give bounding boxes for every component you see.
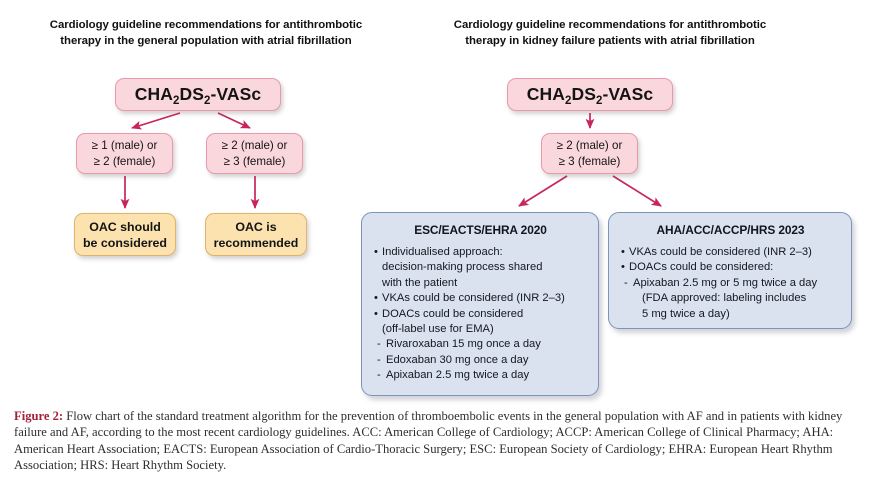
dash-icon: - <box>377 369 381 382</box>
list-item-label: VKAs could be considered (INR 2–3) <box>382 292 565 305</box>
list-item-label: Individualised approach: <box>382 246 503 258</box>
list-item-label: DOACs could be considered: <box>629 261 774 274</box>
guideline-panel-aha[interactable]: AHA/ACC/ACCP/HRS 2023 • VKAs could be con… <box>608 212 852 329</box>
panel-esc-title: ESC/EACTS/EHRA 2020 <box>414 223 547 237</box>
list-item-label: VKAs could be considered (INR 2–3) <box>629 246 812 258</box>
dash-icon: - <box>377 338 381 351</box>
list-item-label: with the patient <box>382 276 458 289</box>
bullet-icon: • <box>374 292 378 305</box>
arrow-left-root-to-crit2 <box>217 112 251 129</box>
list-item-label: decision-making process shared <box>382 261 543 274</box>
left-criteria-box-2[interactable]: ≥ 2 (male) or ≥ 3 (female) <box>206 133 303 174</box>
figure-caption-label: Figure 2: <box>14 409 64 423</box>
list-item: -Apixaban 2.5 mg or 5 mg twice a day <box>621 276 840 291</box>
right-criteria-text: ≥ 2 (male) or ≥ 3 (female) <box>556 138 623 168</box>
panel-aha-list: • VKAs could be considered (INR 2–3) • DOAC… <box>621 245 840 322</box>
bullet-icon: • <box>621 261 625 274</box>
left-column-title: Cardiology guideline recommendations for… <box>49 19 363 47</box>
arrow-right-crit-to-aha <box>612 175 662 207</box>
list-item: (FDA approved: labeling includes <box>621 291 840 306</box>
guideline-panel-esc[interactable]: ESC/EACTS/EHRA 2020 • Individualised appr… <box>361 212 599 396</box>
left-criteria-box-1[interactable]: ≥ 1 (male) or ≥ 2 (female) <box>76 133 173 174</box>
left-outcome-1-text: OAC should be considered <box>82 219 167 250</box>
list-item: with the patient <box>374 276 587 291</box>
list-item: -Rivaroxaban 15 mg once a day <box>374 337 587 352</box>
arrow-right-crit-to-esc <box>518 175 568 207</box>
list-item: 5 mg twice a day) <box>621 307 840 322</box>
list-item: • VKAs could be considered (INR 2–3) <box>374 291 587 306</box>
figure-caption-text: Flow chart of the standard treatment alg… <box>14 409 843 473</box>
dash-icon: - <box>377 353 381 366</box>
list-item: • DOACs could be considered <box>374 307 587 322</box>
left-root-label: CHA2DS2-VASc <box>134 84 262 107</box>
figure-caption: Figure 2: Flow chart of the standard tre… <box>14 408 870 474</box>
list-item: • Individualised approach: <box>374 245 587 260</box>
list-item-label: (FDA approved: labeling includes <box>642 292 807 305</box>
left-root-chads-vasc-box[interactable]: CHA2DS2-VASc <box>115 78 281 111</box>
list-item: • VKAs could be considered (INR 2–3) <box>621 245 840 260</box>
list-item-label: Apixaban 2.5 mg twice a day <box>386 369 530 382</box>
bullet-icon: • <box>374 246 378 258</box>
list-item-label: Edoxaban 30 mg once a day <box>386 353 529 366</box>
dash-icon: - <box>624 276 628 289</box>
right-column-title: Cardiology guideline recommendations for… <box>453 19 767 47</box>
list-item-label: (off-label use for EMA) <box>382 323 494 336</box>
left-outcome-box-2[interactable]: OAC is recommended <box>205 213 307 256</box>
right-root-chads-vasc-box[interactable]: CHA2DS2-VASc <box>507 78 673 111</box>
list-item-label: DOACs could be considered <box>382 307 524 320</box>
left-criteria-1-text: ≥ 1 (male) or ≥ 2 (female) <box>91 138 158 168</box>
list-item-label: Apixaban 2.5 mg or 5 mg twice a day <box>633 276 818 289</box>
bullet-icon: • <box>374 307 378 320</box>
left-criteria-2-text: ≥ 2 (male) or ≥ 3 (female) <box>221 138 288 168</box>
panel-esc-list: • Individualised approach: decision-making… <box>374 245 587 384</box>
left-outcome-2-text: OAC is recommended <box>213 219 299 250</box>
list-item: -Apixaban 2.5 mg twice a day <box>374 368 587 383</box>
list-item-label: Rivaroxaban 15 mg once a day <box>386 338 541 351</box>
arrow-left-root-to-crit1 <box>131 112 181 130</box>
panel-aha-title: AHA/ACC/ACCP/HRS 2023 <box>656 223 805 237</box>
list-item: -Edoxaban 30 mg once a day <box>374 353 587 368</box>
right-criteria-box[interactable]: ≥ 2 (male) or ≥ 3 (female) <box>541 133 638 174</box>
list-item: • DOACs could be considered: <box>621 260 840 275</box>
right-root-label: CHA2DS2-VASc <box>526 84 654 107</box>
list-item-label: 5 mg twice a day) <box>642 307 730 320</box>
list-item: decision-making process shared <box>374 260 587 275</box>
bullet-icon: • <box>621 246 625 258</box>
left-outcome-box-1[interactable]: OAC should be considered <box>74 213 176 256</box>
list-item: (off-label use for EMA) <box>374 322 587 337</box>
